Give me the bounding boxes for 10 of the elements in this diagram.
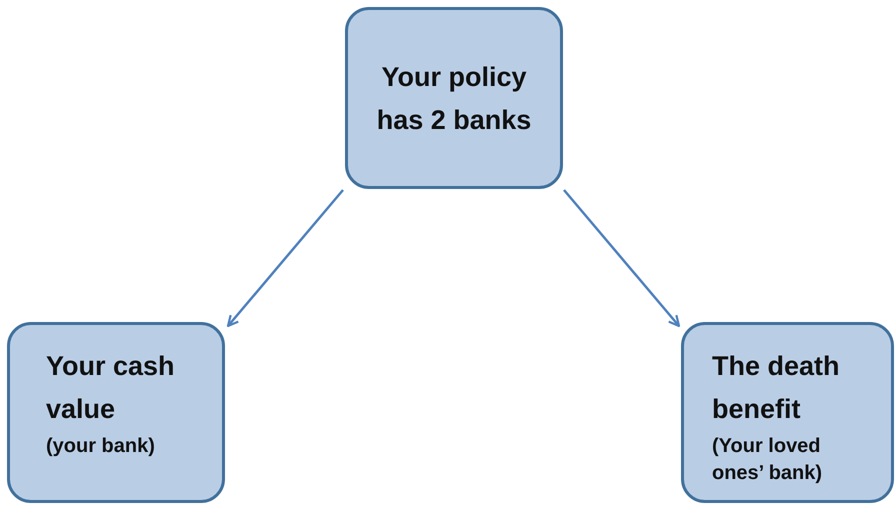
arrow: [563, 189, 680, 328]
box-subtitle: (your bank): [46, 434, 156, 460]
rounded-box: [7, 322, 225, 503]
box-title: Your policy has 2 banks: [376, 61, 532, 138]
rounded-box: [345, 7, 563, 189]
box-title: The death benefit: [712, 350, 841, 426]
box-subtitle: (Your loved ones’ bank): [712, 434, 824, 486]
box-title: Your cash value: [46, 350, 176, 426]
arrow: [226, 189, 344, 328]
rounded-box: [681, 322, 894, 503]
